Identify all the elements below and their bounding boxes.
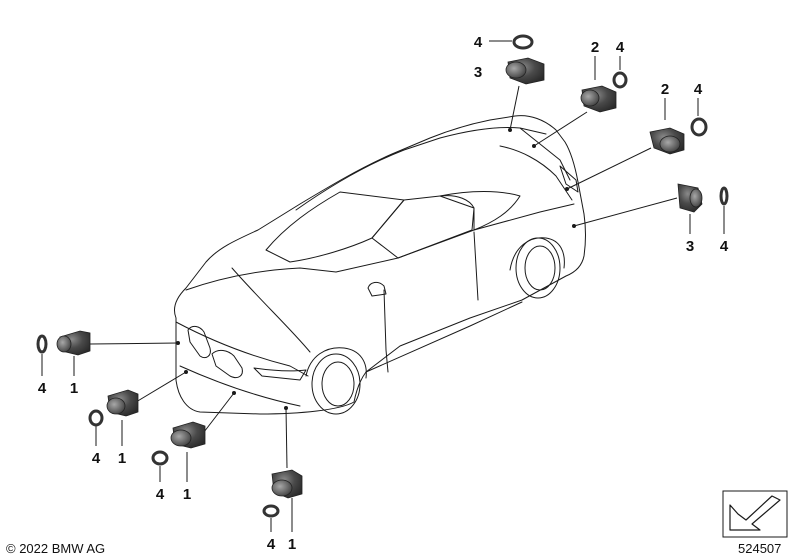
park-sensor-icon bbox=[649, 127, 685, 155]
callout-f3-sensor: 1 bbox=[183, 486, 191, 503]
car-kidney-grille-left bbox=[187, 325, 211, 359]
diagram-number: 524507 bbox=[738, 541, 782, 556]
callout-f2-sensor: 1 bbox=[118, 450, 126, 467]
car-hood-line bbox=[185, 267, 337, 291]
callout-r2-ring: 4 bbox=[694, 81, 703, 98]
park-sensor-icon bbox=[505, 57, 545, 85]
callout-rs-sensor: 3 bbox=[686, 238, 694, 255]
callout-fl-sensor: 1 bbox=[70, 380, 78, 397]
callout-r2-sensor: 2 bbox=[661, 81, 669, 98]
car-front-wheel-arch bbox=[305, 347, 367, 379]
car-headlight bbox=[253, 367, 307, 381]
callout-r1-sensor: 2 bbox=[591, 39, 599, 56]
leader-line bbox=[533, 111, 588, 147]
attach-dot bbox=[508, 128, 512, 132]
sealing-ring-icon bbox=[612, 71, 628, 89]
car-hood-crease bbox=[231, 267, 311, 353]
park-sensor-icon bbox=[580, 85, 617, 113]
car-sill bbox=[365, 301, 523, 373]
attach-dot bbox=[532, 144, 536, 148]
leader-line bbox=[509, 85, 520, 131]
leader-line bbox=[566, 147, 652, 190]
sealing-ring-icon bbox=[262, 504, 280, 518]
attach-dot bbox=[176, 341, 180, 345]
car-trunk-line bbox=[519, 127, 571, 181]
car-kidney-grille-right bbox=[211, 349, 243, 379]
leader-line bbox=[135, 371, 187, 403]
sealing-ring-icon bbox=[512, 34, 534, 50]
car-rear-wheel bbox=[515, 237, 561, 299]
park-sensor-icon bbox=[106, 389, 139, 417]
car-rear-wheel-arch bbox=[509, 237, 565, 271]
car-outline bbox=[173, 115, 586, 415]
car-side-window-rear bbox=[439, 191, 521, 231]
car-door-rear-line bbox=[473, 231, 479, 301]
attach-dot bbox=[565, 187, 569, 191]
callout-labels: 4 1 4 1 4 1 4 1 4 3 2 4 2 4 3 4 bbox=[38, 34, 729, 553]
sealing-ring-icon bbox=[151, 450, 169, 466]
car-body-silhouette bbox=[173, 115, 586, 415]
park-sensor-icon bbox=[677, 183, 703, 213]
leader-line bbox=[285, 407, 288, 469]
leader-line bbox=[573, 197, 678, 227]
car-side-mirror bbox=[367, 281, 387, 297]
sealing-ring-icon bbox=[36, 334, 48, 354]
leader-line bbox=[89, 342, 179, 345]
attach-dot bbox=[572, 224, 576, 228]
callout-top-ring: 4 bbox=[474, 34, 483, 51]
callout-f4-ring: 4 bbox=[267, 536, 276, 553]
park-sensor-icon bbox=[271, 469, 303, 499]
callout-top-sensor: 3 bbox=[474, 64, 482, 81]
leader-dots bbox=[176, 128, 576, 410]
callout-f4-sensor: 1 bbox=[288, 536, 296, 553]
car-door-line bbox=[383, 289, 389, 373]
car-front-lower-intake bbox=[179, 365, 301, 407]
attach-dot bbox=[232, 391, 236, 395]
sealing-ring-icon bbox=[690, 117, 708, 137]
catalog-arrow-icon[interactable] bbox=[722, 490, 788, 538]
sealing-ring-icon bbox=[88, 409, 104, 427]
park-sensor-icon bbox=[56, 330, 91, 356]
callout-rs-ring: 4 bbox=[720, 238, 729, 255]
car-windshield bbox=[265, 191, 405, 263]
callout-f3-ring: 4 bbox=[156, 486, 165, 503]
leader-line bbox=[203, 392, 235, 433]
park-sensor-icon bbox=[170, 421, 206, 449]
car-beltline bbox=[335, 203, 575, 273]
attach-dot bbox=[184, 370, 188, 374]
sealing-ring-icon bbox=[719, 186, 729, 206]
car-front-wheel-rim bbox=[321, 361, 355, 407]
car-rear-wheel-rim bbox=[524, 245, 556, 291]
callout-f2-ring: 4 bbox=[92, 450, 101, 467]
callout-r1-ring: 4 bbox=[616, 39, 625, 56]
copyright-notice: © 2022 BMW AG bbox=[6, 541, 106, 556]
callout-fl-ring: 4 bbox=[38, 380, 47, 397]
car-roof-line bbox=[295, 127, 547, 211]
attach-dot bbox=[284, 406, 288, 410]
car-trunk-lid bbox=[499, 145, 573, 201]
car-tail-light bbox=[559, 165, 579, 193]
car-front-wheel bbox=[311, 353, 361, 415]
leader-lines bbox=[41, 40, 725, 532]
